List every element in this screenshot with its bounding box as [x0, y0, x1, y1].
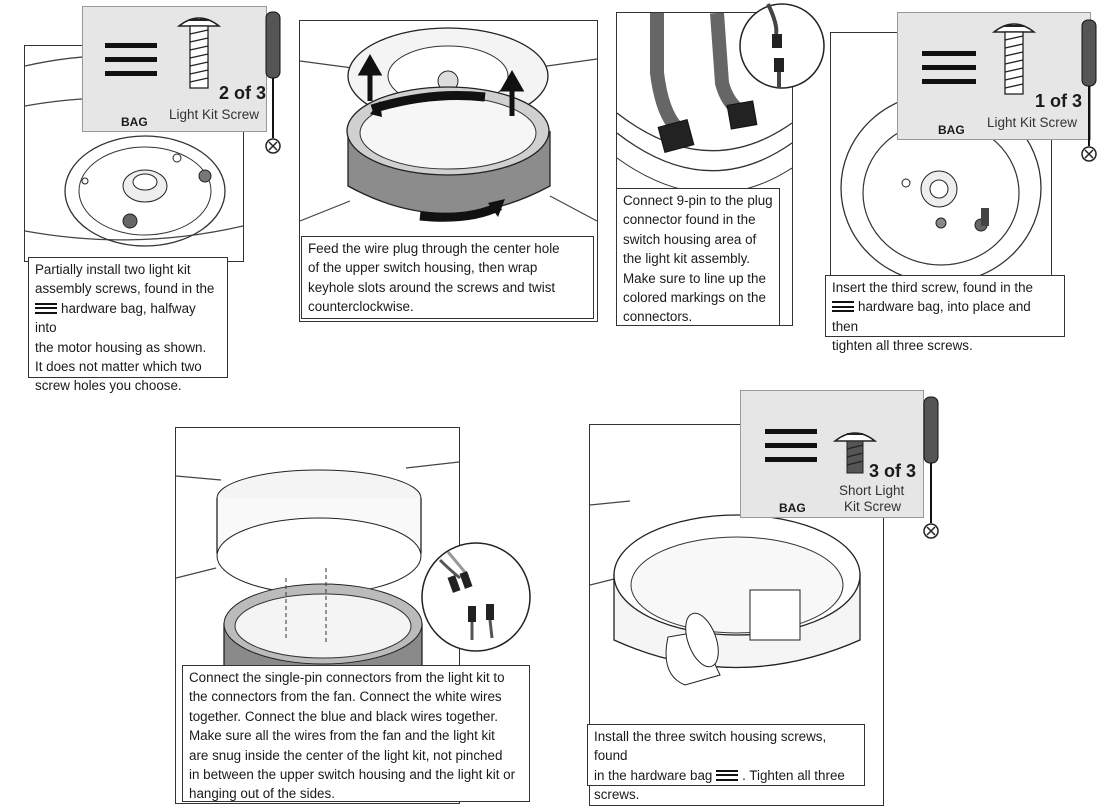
caption-line: Partially install two light kit [35, 262, 191, 277]
bag-icon [832, 301, 854, 313]
bag-icon [922, 51, 976, 84]
bag-icon [716, 769, 739, 781]
caption-line: Connect the single-pin connectors from t… [189, 670, 505, 685]
caption-line: It does not matter which two [35, 359, 202, 375]
screw-type-label: Light Kit Screw [169, 107, 260, 122]
caption-line: screws. [594, 787, 640, 803]
caption-line: Make sure to line up the [623, 270, 766, 286]
screwdriver-icon [265, 11, 281, 154]
caption-line: in between the upper switch housing and … [189, 767, 516, 783]
light-kit-screw-icon [176, 17, 222, 89]
caption-line: hardware bag, halfway into [35, 300, 196, 336]
step-caption-4: Insert the third screw, found in the har… [825, 275, 1065, 353]
caption-line: assembly screws, found in the [35, 281, 215, 297]
caption-line: tighten all three screws. [832, 338, 973, 354]
caption-line: screw holes you choose. [35, 378, 182, 394]
screw-type-label: Light Kit Screw [987, 115, 1078, 130]
step-caption-1: Partially install two light kit assembly… [28, 257, 228, 393]
connector-detail-circle [739, 3, 825, 89]
caption-line: switch housing area of [623, 231, 757, 247]
connector-illustration [617, 13, 792, 194]
step-caption-2: Feed the wire plug through the center ho… [301, 236, 594, 319]
caption-line: the light kit assembly. [623, 251, 751, 267]
step-caption-6: Install the three switch housing screws,… [587, 724, 865, 802]
light-kit-screw-icon [991, 23, 1037, 95]
caption-line: Make sure all the wires from the fan and… [189, 728, 495, 744]
bag-label: BAG [779, 501, 806, 515]
caption-line: Connect 9-pin to the plug [623, 193, 773, 208]
hardware-bag-callout-4: BAG 1 of 3 Light Kit Screw [897, 12, 1091, 140]
wire-detail-circle [421, 542, 531, 652]
caption-line: Feed the wire plug through the center ho… [308, 241, 560, 256]
screw-count: 1 of 3 [1035, 91, 1083, 111]
caption-line: . Tighten all three [742, 767, 845, 783]
bag-icon [105, 43, 157, 76]
caption-line: colored markings on the [623, 290, 766, 306]
caption-line: of the upper switch housing, then wrap [308, 260, 538, 276]
bag-icon [765, 429, 817, 462]
step-caption-3: Connect 9-pin to the plug connector foun… [616, 188, 780, 326]
caption-line: the connectors from the fan. Connect the… [189, 689, 502, 705]
caption-line: connectors. [623, 309, 693, 325]
short-light-kit-screw-icon [832, 432, 878, 474]
caption-line: keyhole slots around the screws and twis… [308, 279, 556, 295]
hardware-bag-callout-6: BAG 3 of 3 Short Light Kit Screw [740, 390, 924, 518]
screw-type-label: Kit Screw [844, 499, 902, 514]
caption-line: Insert the third screw, found in the [832, 280, 1033, 295]
switch-housing-illustration [300, 27, 597, 222]
caption-line: counterclockwise. [308, 299, 414, 315]
screw-type-label: Short Light [839, 483, 905, 498]
caption-line: Install the three switch housing screws,… [594, 729, 827, 764]
bag-icon [35, 302, 57, 314]
hardware-bag-callout-1: BAG 2 of 3 Light Kit Screw [82, 6, 267, 132]
step-caption-5: Connect the single-pin connectors from t… [182, 665, 530, 802]
caption-line: the motor housing as shown. [35, 339, 207, 355]
bag-label: BAG [121, 115, 148, 129]
caption-line: hardware bag, into place and then [832, 299, 1031, 334]
screwdriver-icon [923, 396, 939, 539]
caption-line: in the hardware bag [594, 767, 713, 783]
caption-line: connector found in the [623, 212, 756, 228]
caption-line: are snug inside the center of the light … [189, 747, 503, 763]
screwdriver-icon [1081, 19, 1097, 162]
screw-count: 3 of 3 [869, 461, 917, 481]
screw-count: 2 of 3 [219, 83, 267, 103]
caption-line: together. Connect the blue and black wir… [189, 708, 498, 724]
caption-line: hanging out of the sides. [189, 786, 335, 802]
switch-housing-screws-illustration [590, 488, 883, 686]
bag-label: BAG [938, 123, 965, 137]
